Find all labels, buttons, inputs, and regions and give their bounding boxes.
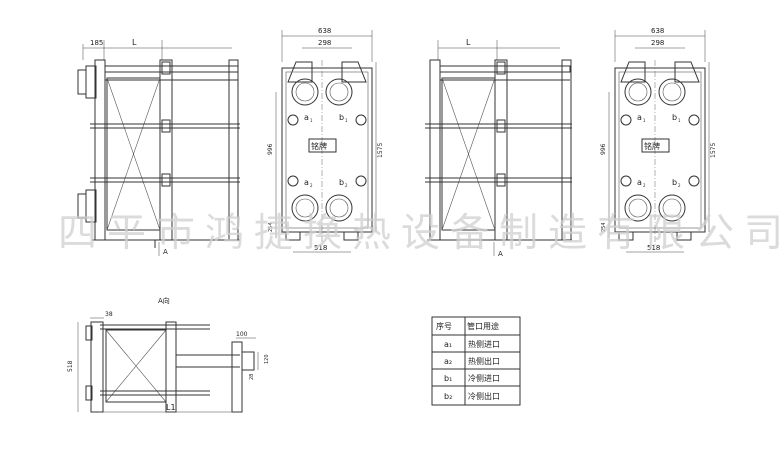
table-cell-r2-c1: a₂ [444,357,452,366]
plate-view-right: 638 298 a 1 b 1 a 2 b 2 铭牌 996 1575 254 … [600,27,717,253]
port-label-b2-sub: 2 [345,183,348,188]
port-label-a1-sub: 1 [310,118,313,123]
table-header-no: 序号 [436,321,452,331]
port-label-b2: b [339,178,344,187]
dim-638: 638 [318,27,331,35]
nameplate-label: 铭牌 [311,141,327,151]
table-cell-r4-c2: 冷侧出口 [468,391,500,401]
dim-254: 254 [268,222,274,232]
dim-996: 996 [267,143,274,155]
front-view-left: 185 L A [77,38,240,256]
dim-1575: 1575 [377,143,384,158]
table-cell-r3-c1: b₁ [444,374,452,383]
dim-518: 518 [314,244,327,252]
table-cell-r1-c1: a₁ [444,340,452,349]
dim-L: L [132,38,137,47]
port-label-b1: b [339,113,344,122]
dim-L: L [466,38,471,47]
top-view-a: A向 38 100 120 28 518 L1 [67,296,270,413]
port-label-b2-sub: 2 [678,183,681,188]
table-cell-r1-c2: 热侧进口 [468,339,500,349]
port-label-a1: a [637,113,642,122]
dim-120: 120 [264,354,270,364]
port-label-b1: b [672,113,677,122]
dim-185: 185 [90,39,103,47]
dim-L1: L1 [166,403,176,412]
dim-518: 518 [647,244,660,252]
dim-1575: 1575 [710,143,717,158]
port-table: 序号 管口用途 a₁ 热侧进口 a₂ 热侧出口 b₁ 冷侧进口 b₂ 冷侧出口 [431,316,521,406]
front-view-right: L A [425,38,572,258]
port-label-a2: a [304,178,309,187]
port-label-a1: a [304,113,309,122]
port-label-a2: a [637,178,642,187]
port-label-a2-sub: 2 [310,183,313,188]
view-arrow-A: A [163,248,168,256]
nameplate-label: 铭牌 [644,141,660,151]
table-cell-r4-c1: b₂ [444,392,452,401]
port-label-a1-sub: 1 [643,118,646,123]
dim-518-top: 518 [67,360,74,372]
view-arrow-A: A [498,250,503,258]
table-header-usage: 管口用途 [467,321,499,331]
port-label-b2: b [672,178,677,187]
port-label-b1-sub: 1 [678,118,681,123]
dim-100: 100 [236,331,248,338]
table-cell-r2-c2: 热侧出口 [468,356,500,366]
plate-view-left: 638 298 a 1 b 1 a 2 b 2 铭牌 996 1 [267,27,384,253]
dim-638: 638 [651,27,664,35]
view-title: A向 [158,296,170,305]
dim-38: 38 [105,311,113,318]
dim-254: 254 [601,222,607,232]
port-label-b1-sub: 1 [345,118,348,123]
table-cell-r3-c2: 冷侧进口 [468,373,500,383]
port-label-a2-sub: 2 [643,183,646,188]
dim-298: 298 [651,39,664,47]
dim-298: 298 [318,39,331,47]
dim-28: 28 [249,374,255,380]
dim-996: 996 [600,143,607,155]
